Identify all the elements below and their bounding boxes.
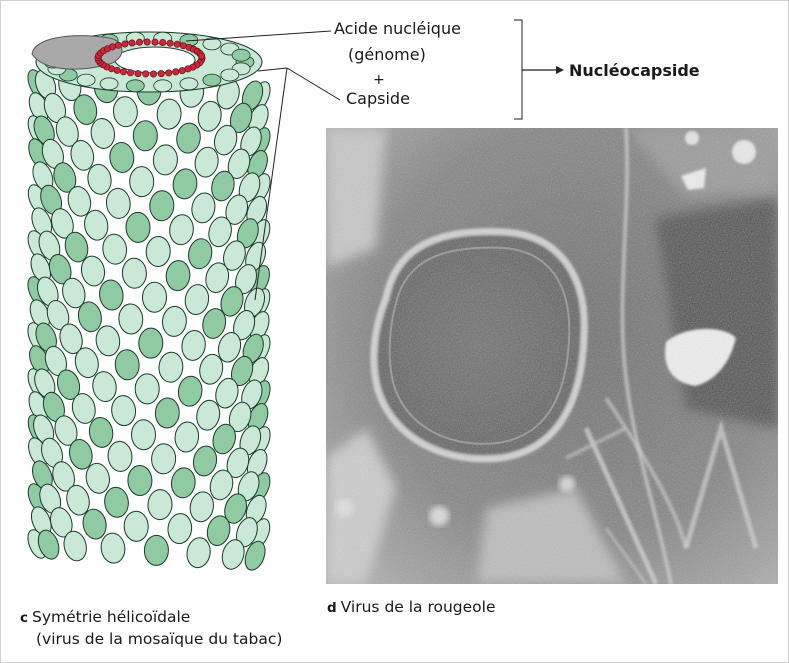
- rna-bead: [173, 69, 179, 75]
- capsomer: [177, 375, 204, 408]
- capsomer: [151, 443, 176, 474]
- capsomer: [122, 258, 147, 289]
- capsomer: [114, 349, 140, 381]
- capsomer: [110, 395, 136, 427]
- rna-bead: [150, 71, 156, 77]
- capsomer: [156, 98, 182, 130]
- rna-bead: [115, 42, 121, 48]
- capsomer: [124, 511, 149, 542]
- caption-c: cSymétrie hélicoïdale: [20, 607, 190, 628]
- capsomer: [203, 74, 221, 86]
- capsomer: [100, 78, 118, 90]
- capsomer: [133, 121, 157, 151]
- capsomer: [180, 78, 198, 90]
- capsomer: [186, 237, 214, 271]
- rna-bead: [144, 39, 150, 45]
- capsomer: [153, 144, 179, 175]
- caption-d: dVirus de la rougeole: [327, 597, 496, 618]
- capsomer: [221, 69, 239, 81]
- capsomer: [185, 536, 213, 569]
- capsomer: [203, 38, 221, 50]
- capsid-top-opening: [32, 32, 262, 92]
- capsomer: [146, 236, 171, 267]
- capsomer: [103, 486, 130, 518]
- label-nucleocapside: Nucléocapside: [569, 61, 700, 81]
- rna-bead: [143, 71, 149, 77]
- capsomer: [232, 49, 250, 61]
- capsomer: [109, 141, 135, 173]
- label-acide-nucleique: Acide nucléique: [334, 19, 461, 39]
- capsomer: [107, 440, 134, 472]
- capsomer: [175, 122, 202, 155]
- rna-bead: [152, 39, 158, 45]
- capsomer: [154, 80, 172, 92]
- capsid-body: [24, 67, 274, 573]
- rna-bead: [160, 39, 166, 45]
- capsomer: [165, 260, 191, 292]
- capsomer: [139, 328, 163, 358]
- capsomer: [188, 490, 216, 524]
- capsomer: [147, 489, 172, 520]
- rna-bead: [198, 53, 204, 59]
- capsomer: [77, 74, 95, 86]
- rna-bead: [158, 70, 164, 76]
- capsomer: [101, 233, 128, 266]
- capsomer: [171, 168, 198, 201]
- capsomer: [99, 532, 126, 565]
- capsomer: [135, 374, 159, 404]
- capsomer: [183, 283, 211, 316]
- capsomer: [149, 190, 174, 221]
- capsomer: [170, 467, 197, 500]
- caption-c-letter: c: [20, 610, 28, 626]
- caption-d-text: Virus de la rougeole: [341, 598, 496, 616]
- capsomer: [105, 187, 132, 219]
- label-plus: +: [373, 70, 385, 90]
- capsomer: [142, 282, 167, 312]
- rna-bead: [127, 70, 133, 76]
- capsomer: [98, 279, 125, 312]
- capsomer: [94, 324, 121, 357]
- capsomer: [112, 96, 138, 128]
- rna-bead: [185, 66, 191, 72]
- capsomer: [166, 512, 193, 544]
- rna-bead: [136, 39, 142, 45]
- capsomer: [180, 329, 208, 362]
- capsomer: [161, 305, 187, 337]
- rna-bead: [179, 67, 185, 73]
- rna-bead: [129, 40, 135, 46]
- capsomer: [125, 212, 150, 243]
- capsomer: [127, 465, 152, 496]
- rna-bead: [122, 41, 128, 47]
- label-genome: (génome): [348, 45, 426, 65]
- capsomer: [154, 397, 180, 428]
- capsomer: [173, 421, 200, 454]
- rna-bead: [166, 70, 172, 76]
- caption-c-line2: (virus de la mosaïque du tabac): [36, 629, 282, 649]
- rna-bead: [174, 41, 180, 47]
- caption-c-text: Symétrie hélicoïdale: [32, 608, 190, 626]
- rna-bead: [167, 40, 173, 46]
- capsomer: [158, 351, 184, 383]
- capsomer: [144, 535, 169, 566]
- rna-bead: [135, 70, 141, 76]
- capsomer: [131, 419, 156, 449]
- capsomer: [129, 166, 154, 197]
- rna-bead: [120, 69, 126, 75]
- measles-micrograph: [326, 128, 778, 584]
- rna-bead: [109, 44, 115, 50]
- label-capside: Capside: [346, 89, 410, 109]
- capsomer: [126, 80, 144, 92]
- caption-d-letter: d: [327, 600, 337, 616]
- capsomer: [118, 303, 144, 334]
- capsomer: [168, 213, 195, 245]
